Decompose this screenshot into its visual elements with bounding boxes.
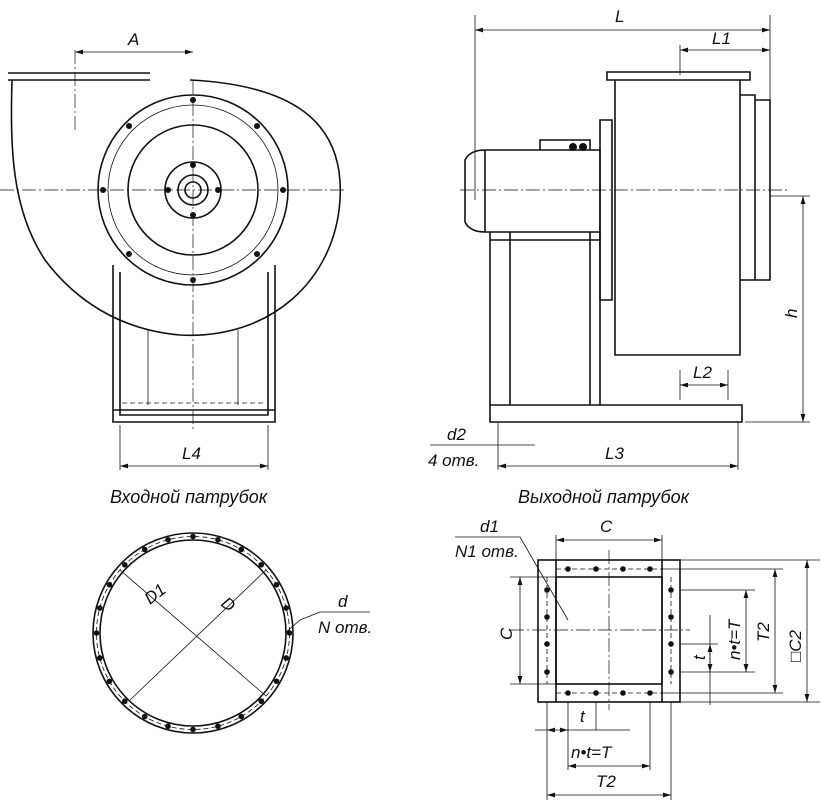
- bolt-hole: [647, 566, 653, 572]
- caption-inlet: Входной патрубок: [110, 487, 269, 507]
- bolt-hole: [273, 581, 280, 588]
- outlet-flange: d1 N1 отв. C C t n•t=T T2 □C2 t n•t=T T2: [455, 517, 820, 800]
- bolt-hole: [544, 669, 550, 675]
- bolt-hole: [106, 581, 113, 588]
- dim-L3: L3: [605, 444, 624, 463]
- dim-T2-right: T2: [754, 622, 773, 642]
- dim-C2: □C2: [786, 629, 805, 662]
- stand: [112, 265, 276, 423]
- dim-h: h: [782, 309, 801, 318]
- volute-housing: [8, 72, 342, 337]
- dim-d1: d1: [480, 517, 499, 536]
- bolt-hole: [238, 713, 245, 720]
- dim-nt-right: n•t=T: [725, 618, 744, 660]
- bolt-hole: [93, 630, 100, 636]
- outlet-hole-count: N1 отв.: [455, 542, 519, 561]
- flange-bolts: [100, 97, 286, 283]
- bolt-hole: [668, 614, 674, 620]
- bolt-hole: [96, 655, 103, 661]
- bolt-hole: [283, 605, 290, 611]
- inlet-flange: D1 D d N отв.: [92, 532, 372, 734]
- fan-housing: [606, 71, 751, 356]
- bolt-hole: [544, 641, 550, 647]
- bolt-hole: [215, 723, 221, 730]
- bolt-hole: [620, 690, 626, 696]
- side-view: L L1 h L2 L3 d2 4 отв.: [428, 7, 810, 470]
- bolt-hole: [141, 546, 148, 553]
- dim-L: L: [615, 7, 624, 26]
- bolt-hole: [593, 690, 599, 696]
- front-view: A L4: [0, 30, 345, 470]
- bolt-hole: [258, 698, 265, 705]
- bolt-hole: [286, 630, 293, 636]
- dim-A: A: [127, 30, 139, 49]
- bolt-hole: [165, 536, 171, 543]
- bolt-hole: [238, 546, 245, 553]
- bolt-hole: [544, 587, 550, 593]
- bolt-hole: [141, 713, 148, 720]
- bolt-hole: [273, 678, 280, 685]
- bolt-hole: [668, 641, 674, 647]
- dim-d: d: [338, 592, 348, 611]
- bolt-hole: [190, 533, 196, 540]
- dim-nt-bottom: n•t=T: [571, 743, 613, 762]
- dim-L1: L1: [712, 29, 731, 48]
- outlet-flange-side: [740, 94, 771, 281]
- dim-t-bottom: t: [580, 707, 586, 726]
- bolt-hole: [593, 566, 599, 572]
- bolt-hole: [620, 566, 626, 572]
- bolt-hole: [565, 566, 571, 572]
- bolt-hole: [121, 698, 128, 705]
- bolt-hole: [565, 690, 571, 696]
- bolt-hole: [96, 605, 103, 611]
- caption-outlet: Выходной патрубок: [518, 487, 691, 507]
- dim-L2: L2: [693, 363, 712, 382]
- bolt-hole: [647, 690, 653, 696]
- dim-t-right: t: [690, 654, 709, 660]
- dim-T2-bottom: T2: [596, 772, 616, 791]
- bolt-hole: [283, 655, 290, 661]
- d2-hole-count: 4 отв.: [428, 451, 479, 470]
- motor: [464, 139, 601, 233]
- dim-D1: D1: [141, 580, 170, 608]
- bolt-hole: [121, 561, 128, 568]
- bolt-hole: [165, 723, 171, 730]
- bolt-hole: [106, 678, 113, 685]
- dim-C-left: C: [497, 627, 516, 640]
- dim-L4: L4: [182, 444, 201, 463]
- dim-C-top: C: [600, 517, 613, 536]
- bolt-hole: [258, 561, 265, 568]
- bolt-hole: [544, 614, 550, 620]
- bolt-hole: [668, 587, 674, 593]
- dim-d2: d2: [447, 425, 466, 444]
- base: [489, 404, 743, 423]
- dim-D: D: [218, 593, 239, 616]
- bolt-hole: [190, 726, 196, 733]
- bolt-hole: [668, 669, 674, 675]
- bolt-hole: [215, 536, 221, 543]
- inlet-hole-count: N отв.: [318, 618, 372, 637]
